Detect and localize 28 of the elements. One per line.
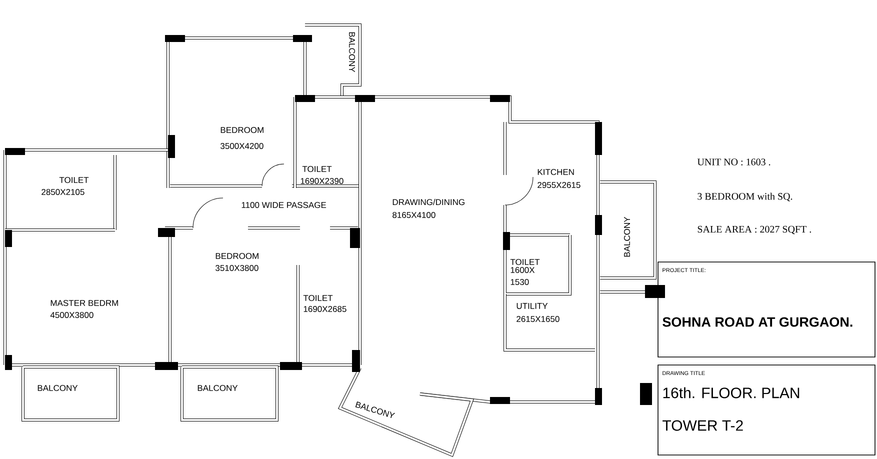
room-label: MASTER BEDRM <box>50 300 118 306</box>
dimension-label: 1600X 1530 <box>510 267 535 285</box>
dimension-label: 2615X1650 <box>516 316 560 322</box>
dimension-label: 8165X4100 <box>392 212 436 218</box>
info-text: SALE AREA : 2027 SQFT . <box>698 226 811 234</box>
dimension-label: 2955X2615 <box>538 182 580 188</box>
dimension-label: 1690X2390 <box>300 178 344 184</box>
room-label: TOILET <box>303 295 333 301</box>
info-text: UNIT NO : 1603 . <box>697 158 770 166</box>
room-label: KITCHEN <box>538 169 574 175</box>
room-label: BALCONY <box>624 216 630 257</box>
dimension-label: 1690X2685 <box>304 306 346 312</box>
room-label: BALCONY <box>349 32 355 72</box>
dimension-label: 3500X4200 <box>220 143 264 149</box>
room-label: BALCONY <box>198 385 238 391</box>
room-label: UTILITY <box>516 303 548 309</box>
dimension-label: 3510X3800 <box>216 265 258 271</box>
info-text: 3 BEDROOM with SQ. <box>698 192 792 202</box>
passage-label: 1100 WIDE PASSAGE <box>242 202 326 208</box>
room-label: TOILET <box>302 166 332 172</box>
room-label: TOILET <box>59 177 89 183</box>
room-label: BEDROOM <box>216 253 258 259</box>
room-label: BALCONY <box>38 385 78 391</box>
dimension-label: 2850X2105 <box>42 189 84 195</box>
room-label: BEDROOM <box>220 127 264 133</box>
dimension-label: 4500X3800 <box>50 312 94 318</box>
room-label: DRAWING/DINING <box>392 198 464 206</box>
room-label: TOILET <box>510 259 540 265</box>
